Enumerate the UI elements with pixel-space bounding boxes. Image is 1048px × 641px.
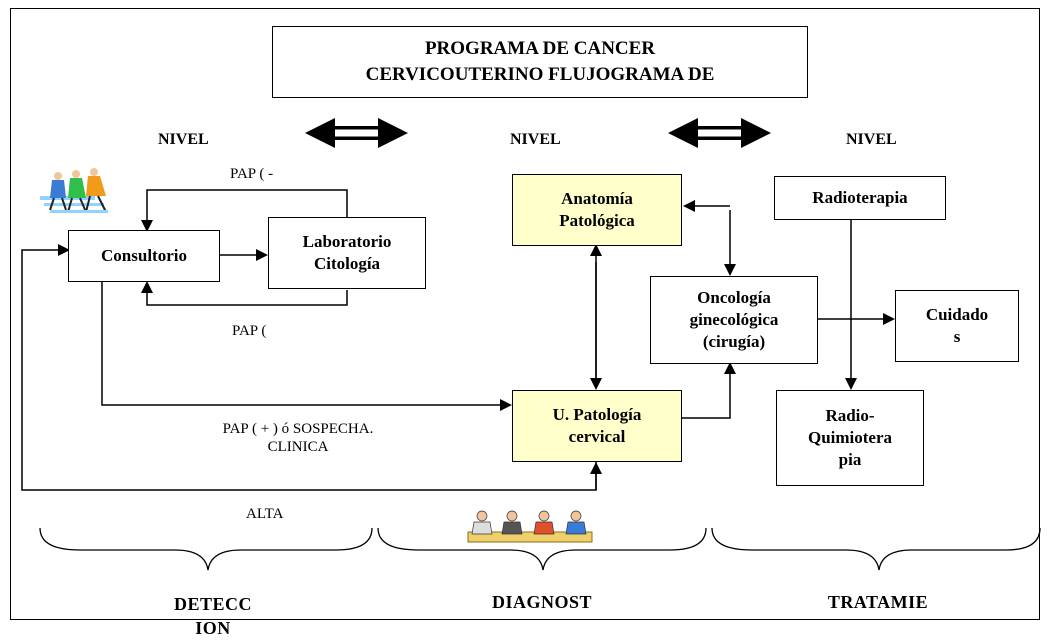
edge-label-pap-sospecha-2: CLINICA — [267, 439, 329, 455]
node-cuidados-label-1: Cuidado — [925, 304, 989, 324]
brace-deteccion — [39, 527, 373, 571]
node-oncologia-label-2: ginecológica — [689, 309, 779, 329]
edge-label-pap-sospecha: PAP ( + ) ó SOSPECHA. CLINICA — [198, 420, 398, 456]
node-cuidados-label-2: s — [953, 327, 961, 346]
diagram-frame — [10, 8, 1040, 620]
node-oncologia-label-1: Oncología — [697, 287, 771, 307]
title-box: PROGRAMA DE CANCER CERVICOUTERINO FLUJOG… — [272, 26, 808, 98]
node-laboratorio-citologia: Laboratorio Citología — [268, 217, 426, 289]
phase-label-diagnostico: DIAGNOST — [491, 592, 593, 612]
node-oncologia-label-3: (cirugía) — [702, 332, 766, 352]
phase-label-tratamiento: TRATAMIE — [827, 592, 929, 612]
node-laboratorio-label-1: Laboratorio — [302, 231, 392, 251]
edge-label-pap-sospecha-1: PAP ( + ) ó SOSPECHA. — [222, 421, 374, 437]
level-double-arrow-left — [305, 118, 408, 148]
edge-upatologia-oncologia — [682, 362, 736, 419]
level-label-middle: NIVEL — [510, 131, 561, 148]
node-consultorio: Consultorio — [68, 230, 220, 282]
title-line-1: PROGRAMA DE CANCER — [424, 38, 656, 60]
brace-diagnostico — [377, 527, 707, 571]
level-double-arrow-right — [668, 118, 771, 148]
edge-consultorio-upatologia — [101, 280, 512, 411]
edge-label-pap-pos: PAP ( — [232, 323, 267, 339]
brace-tratamiento — [711, 527, 1041, 571]
title-line-2: CERVICOUTERINO FLUJOGRAMA DE — [365, 64, 715, 85]
node-radioquimio-label-2: Quimiotera — [807, 427, 893, 447]
edge-pap-pos-loop — [141, 281, 348, 306]
edge-label-pap-neg: PAP ( - — [230, 166, 274, 182]
walking-people-clipart — [40, 168, 108, 213]
node-u-patologia-label-2: cervical — [568, 427, 626, 446]
node-radio-quimioterapia: Radio- Quimiotera pia — [776, 390, 924, 486]
node-u-patologia-label-1: U. Patología — [552, 404, 642, 424]
node-anatomia-label-1: Anatomía — [561, 188, 633, 208]
node-u-patologia-cervical: U. Patología cervical — [512, 390, 682, 462]
node-oncologia-ginecologica: Oncología ginecológica (cirugía) — [650, 276, 818, 364]
edge-label-alta: ALTA — [246, 506, 284, 522]
node-laboratorio-label-2: Citología — [313, 254, 381, 273]
node-cuidados: Cuidado s — [895, 290, 1019, 362]
level-label-right: NIVEL — [846, 131, 897, 148]
node-radioterapia-label: Radioterapia — [812, 187, 908, 207]
edge-pap-neg-loop — [141, 189, 348, 232]
node-radioquimio-label-1: Radio- — [825, 405, 875, 425]
node-consultorio-label: Consultorio — [101, 245, 187, 265]
node-radioquimio-label-3: pia — [838, 450, 862, 470]
node-radioterapia: Radioterapia — [774, 176, 946, 220]
phase-label-deteccion-2: ION — [195, 618, 231, 639]
phase-label-deteccion-1: DETECC — [173, 594, 252, 614]
meeting-people-clipart — [467, 510, 593, 543]
level-label-left: NIVEL — [158, 131, 209, 148]
node-anatomia-patologica: Anatomía Patológica — [512, 174, 682, 246]
phase-label-deteccion: DETECC ION — [143, 592, 283, 641]
node-anatomia-label-2: Patológica — [559, 211, 635, 230]
